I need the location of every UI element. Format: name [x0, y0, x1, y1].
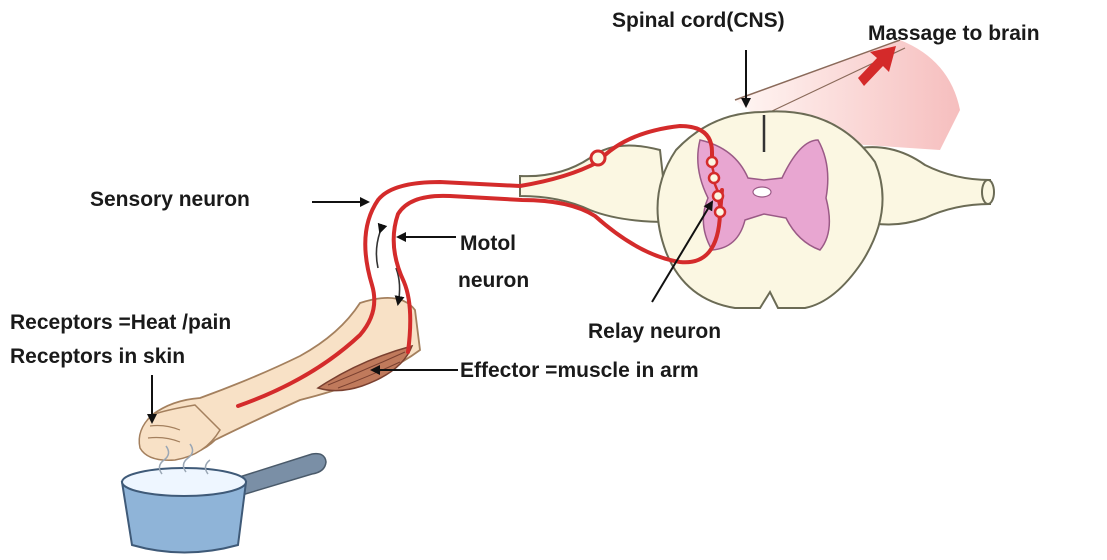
sensory-neuron-label: Sensory neuron — [90, 188, 250, 211]
message-to-brain-label: Massage to brain — [868, 22, 1040, 45]
receptors-label-line1: Receptors =Heat /pain — [10, 311, 231, 334]
receptors-label-line2: Receptors in skin — [10, 345, 185, 368]
relay-neuron-label: Relay neuron — [588, 320, 721, 343]
motor-neuron-label-line1: Motol — [460, 232, 516, 255]
motor-neuron-label-line2: neuron — [458, 269, 529, 292]
spinal-cord-label: Spinal cord(CNS) — [612, 9, 785, 32]
impulse-direction-arrows — [376, 232, 399, 304]
dorsal-root-ganglion — [591, 151, 605, 165]
effector-label: Effector =muscle in arm — [460, 359, 699, 382]
hot-water-pan — [122, 444, 326, 553]
central-canal — [753, 187, 771, 197]
